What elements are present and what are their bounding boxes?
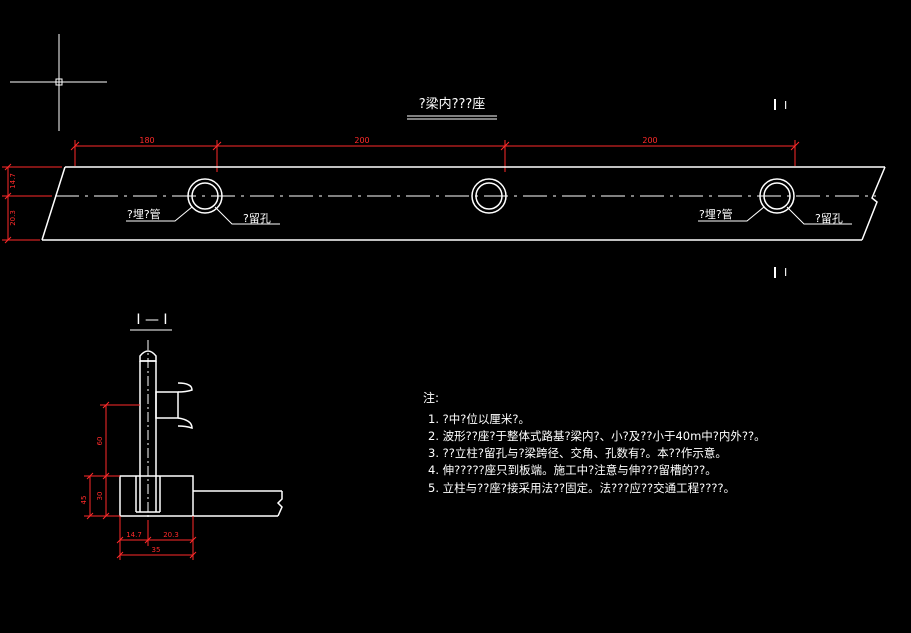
section-dimensions (84, 401, 197, 560)
section-cut-mark-top: I (774, 99, 787, 112)
post-section-drawing (119, 350, 283, 517)
label-left-pipe: ?埋?管 (127, 207, 161, 221)
dim-section-width-total: 35 (152, 546, 161, 554)
dim-left-lower: 20.3 (9, 210, 17, 226)
svg-text:I: I (784, 266, 787, 279)
dim-section-height-total: 45 (80, 496, 88, 505)
dim-section-width-left: 14.7 (126, 531, 142, 539)
leader-lines (126, 206, 852, 225)
dim-section-width-right: 20.3 (163, 531, 179, 539)
label-left-hole: ?留孔 (243, 212, 271, 225)
dim-seg3: 200 (642, 136, 657, 145)
note-item-5: 5. 立柱与??座?接采用法??固定。法???应??交通工程????。 (428, 481, 735, 495)
section-cut-mark-bottom: I (774, 266, 787, 279)
note-item-4: 4. 伸?????座只到板端。施工中?注意与伸???留槽的??。 (428, 463, 717, 477)
dim-seg2: 200 (354, 136, 369, 145)
section-title: I — I (136, 312, 167, 328)
embedded-pipe-left (187, 178, 223, 214)
plan-title: ?梁内???座 (419, 96, 486, 112)
dim-seg1: 180 (139, 136, 154, 145)
label-right-hole: ?留孔 (815, 212, 843, 225)
deck-slab-outline (41, 166, 886, 241)
note-item-1: 1. ?中?位以厘米?。 (428, 412, 530, 426)
note-item-3: 3. ??立柱?留孔与?梁跨径、交角、孔数有?。本??作示意。 (428, 446, 727, 460)
note-item-2: 2. 波形??座?于整体式路基?梁内?、小?及??小于40m中?内外??。 (428, 429, 766, 443)
embedded-pipe-middle (471, 178, 507, 214)
label-right-pipe: ?埋?管 (699, 207, 733, 221)
svg-text:I: I (784, 99, 787, 112)
dim-section-height-lower: 30 (96, 492, 104, 501)
crosshair-cursor-icon (10, 34, 107, 131)
dim-section-height-upper: 60 (96, 437, 104, 446)
notes-heading: 注: (423, 390, 439, 405)
plan-left-dimensions (2, 163, 62, 244)
embedded-pipe-right (759, 178, 795, 214)
dim-left-upper: 14.7 (9, 173, 17, 189)
